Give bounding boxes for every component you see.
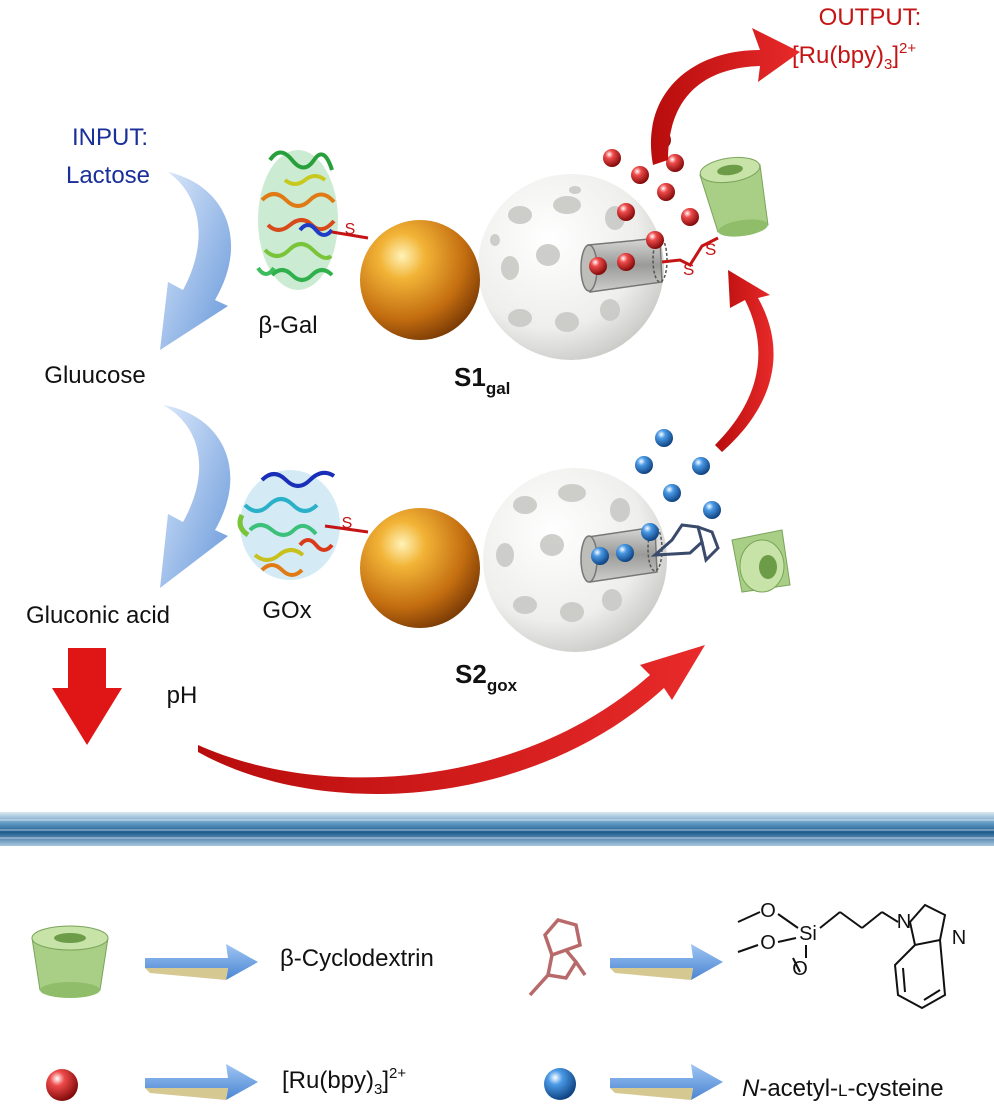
section-divider: [0, 812, 994, 846]
output-formula: [Ru(bpy)3]2+: [792, 40, 916, 73]
silane-benzimidazole-structure: [737, 903, 947, 1010]
legend-arrow-2: [610, 944, 723, 980]
s1-label: S1gal: [454, 362, 510, 398]
ph-label: pH: [167, 682, 198, 709]
svg-text:Si: Si: [799, 923, 817, 945]
lactose-to-glucose-arrow: [160, 172, 232, 350]
legend-cyclodextrin-label: β-Cyclodextrin: [280, 945, 434, 972]
disulfide-linker: [661, 236, 719, 267]
output-heading: OUTPUT:: [819, 4, 922, 31]
svg-text:O: O: [792, 958, 808, 980]
linker-top: [331, 230, 369, 240]
legend-benzimidazole-icon: [528, 918, 587, 997]
beta-gal-label: β-Gal: [258, 312, 317, 339]
svg-text:N: N: [952, 927, 966, 949]
legend-arrow-4: [610, 1064, 723, 1100]
legend-nac-label: N-acetyl-L-cysteine: [742, 1075, 944, 1102]
s2-to-s1-arrow: [715, 270, 774, 452]
glucose-label: Gluucose: [44, 362, 145, 389]
benzimidazole-gate-icon: [650, 523, 720, 563]
s-linker-top: S: [345, 221, 356, 238]
s-label-1: S: [683, 260, 694, 279]
glucose-to-gluconic-arrow: [160, 405, 231, 588]
output-release-arrow: [650, 28, 800, 165]
legend-cyclodextrin-icon: [31, 925, 109, 998]
input-value: Lactose: [66, 162, 150, 189]
legend-ru-label: [Ru(bpy)3]2+: [282, 1065, 406, 1098]
released-blue-cargo: [635, 429, 721, 519]
s1-gold-sphere: [360, 220, 480, 340]
svg-text:O: O: [760, 900, 776, 922]
silane-benzimidazole-labels: O O Si O N N: [760, 900, 966, 980]
s2-label: S2gox: [455, 659, 518, 695]
legend-arrow-1: [145, 944, 258, 980]
ph-trigger-arrow: [198, 645, 705, 794]
legend-arrow-3: [145, 1064, 258, 1100]
svg-text:O: O: [760, 932, 776, 954]
s-label-2: S: [705, 240, 716, 259]
gox-enzyme-icon: [237, 470, 340, 580]
s2-janus-particle: [360, 468, 667, 652]
beta-gal-enzyme-icon: [256, 150, 338, 290]
s1-janus-particle: [360, 174, 668, 360]
legend-ru-ball-icon: [46, 1069, 78, 1101]
s-linker-bottom: S: [342, 515, 353, 532]
divider-lines: [0, 819, 994, 839]
gox-label: GOx: [262, 597, 311, 624]
linker-bottom: [324, 524, 369, 534]
input-heading: INPUT:: [72, 124, 148, 151]
cyclodextrin-released-top: [699, 156, 769, 237]
svg-text:N: N: [897, 911, 911, 933]
gluconic-acid-label: Gluconic acid: [26, 602, 170, 629]
s2-gold-sphere: [360, 508, 480, 628]
ph-decrease-arrow: [52, 648, 122, 745]
cyclodextrin-released-bottom: [731, 529, 791, 593]
legend-nac-ball-icon: [544, 1068, 576, 1100]
